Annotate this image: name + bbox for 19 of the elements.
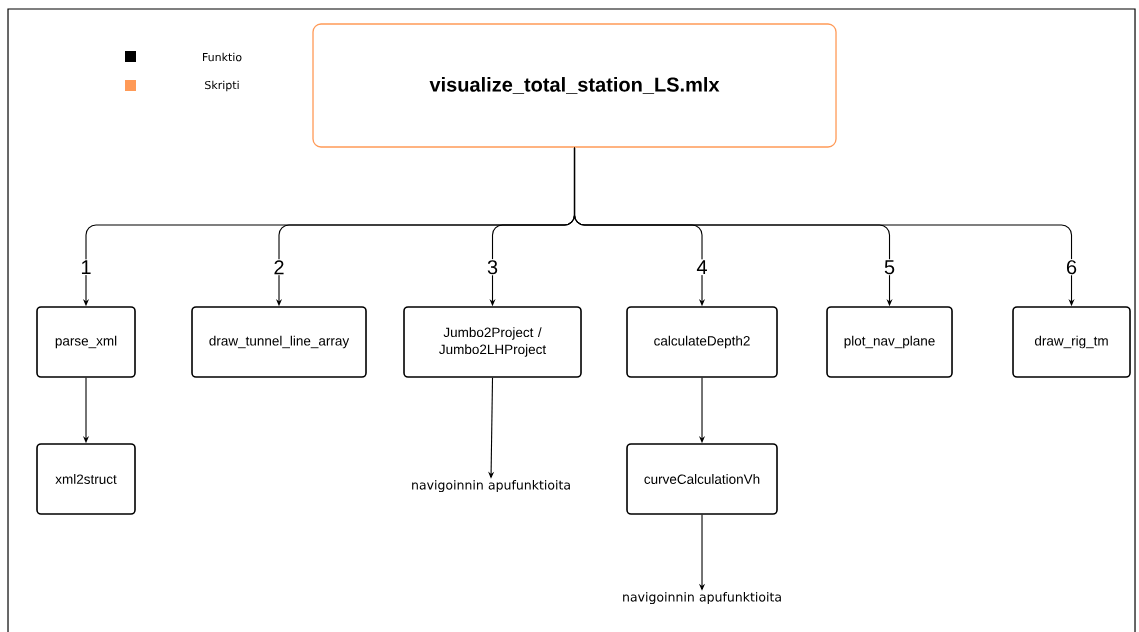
edge-label: 2: [272, 259, 286, 276]
function-box: plot_nav_plane: [826, 306, 953, 378]
legend-label: Funktio: [203, 52, 242, 62]
function-box: curveCalculationVh: [626, 443, 778, 515]
edge-label: 4: [695, 259, 709, 276]
function-box: calculateDepth2: [626, 306, 778, 378]
edge-label: 1: [79, 259, 93, 276]
function-box: draw_rig_tm: [1012, 306, 1131, 378]
function-box: draw_tunnel_line_array: [191, 306, 367, 378]
edge-label: 5: [882, 259, 897, 276]
edge-label: 3: [485, 259, 500, 276]
edge-label: 6: [1064, 259, 1079, 276]
function-box: xml2struct: [36, 443, 136, 515]
note-text: navigoinnin apufunktioita: [623, 591, 781, 605]
script-box: visualize_total_station_LS.mlx: [312, 23, 837, 148]
function-box: parse_xml: [36, 306, 136, 378]
legend-label: Skripti: [205, 80, 239, 92]
note-text: navigoinnin apufunktioita: [412, 479, 570, 493]
function-box: Jumbo2Project / Jumbo2LHProject: [403, 306, 582, 378]
